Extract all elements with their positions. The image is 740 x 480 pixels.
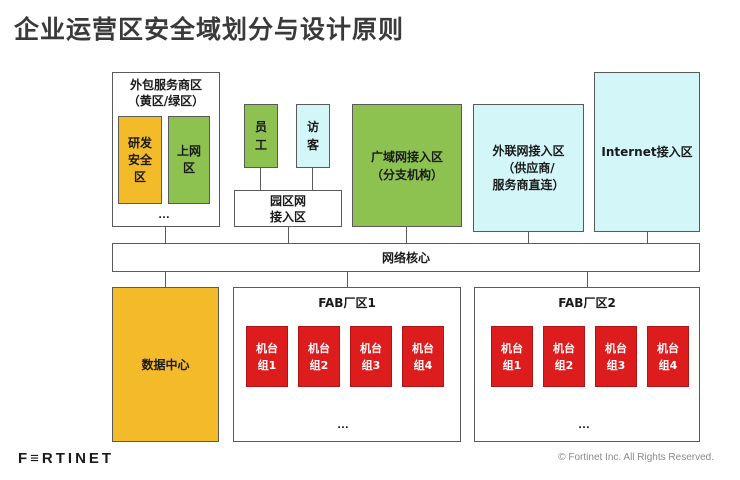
employee-connector <box>260 168 261 190</box>
machine-group-4: 机台 组4 <box>647 326 689 387</box>
fortinet-logo: F≡RTINET <box>18 450 115 467</box>
fab-zone-1-title: FAB厂区1 <box>318 296 376 310</box>
connector-core-fab2 <box>587 272 588 287</box>
outsourcing-internet-zone: 上网 区 <box>168 116 210 204</box>
fab-zone-2-title: FAB厂区2 <box>558 296 616 310</box>
wan-access-zone: 广域网接入区 （分支机构） <box>352 104 462 227</box>
fab-zone-2-ellipsis: … <box>578 417 591 431</box>
outsourcing-ellipsis: … <box>158 207 171 221</box>
extranet-access-zone: 外联网接入区 （供应商/ 服务商直连） <box>473 104 584 232</box>
copyright-text: © Fortinet Inc. All Rights Reserved. <box>558 452 714 463</box>
internet-access-label: Internet接入区 <box>601 145 693 159</box>
machine-group-2: 机台 组2 <box>543 326 585 387</box>
machine-group-1: 机台 组1 <box>491 326 533 387</box>
fab-zone-1-ellipsis: … <box>337 417 350 431</box>
connector-outsourcing-core <box>165 227 166 243</box>
connector-core-datacenter <box>165 272 166 287</box>
connector-wan-core <box>406 227 407 243</box>
internet-access-zone: Internet接入区 <box>594 72 700 232</box>
machine-group-1: 机台 组1 <box>246 326 288 387</box>
connector-core-fab1 <box>347 272 348 287</box>
employee-zone: 员 工 <box>244 104 278 168</box>
network-core: 网络核心 <box>112 243 700 272</box>
machine-group-4: 机台 组4 <box>402 326 444 387</box>
visitor-zone: 访 客 <box>296 104 330 168</box>
machine-group-2: 机台 组2 <box>298 326 340 387</box>
machine-group-3: 机台 组3 <box>595 326 637 387</box>
page-title: 企业运营区安全域划分与设计原则 <box>14 15 405 44</box>
connector-internet-core <box>647 232 648 243</box>
outsourcing-zone-title: 外包服务商区 <box>129 78 202 92</box>
outsourcing-zone-subtitle: （黄区/绿区） <box>127 94 205 108</box>
machine-group-3: 机台 组3 <box>350 326 392 387</box>
campus-access-zone: 园区网 接入区 <box>234 190 342 227</box>
rd-security-zone: 研发 安全 区 <box>118 116 162 204</box>
visitor-connector <box>312 168 313 190</box>
connector-extranet-core <box>528 232 529 243</box>
data-center: 数据中心 <box>112 287 219 442</box>
connector-campus-core <box>288 227 289 243</box>
